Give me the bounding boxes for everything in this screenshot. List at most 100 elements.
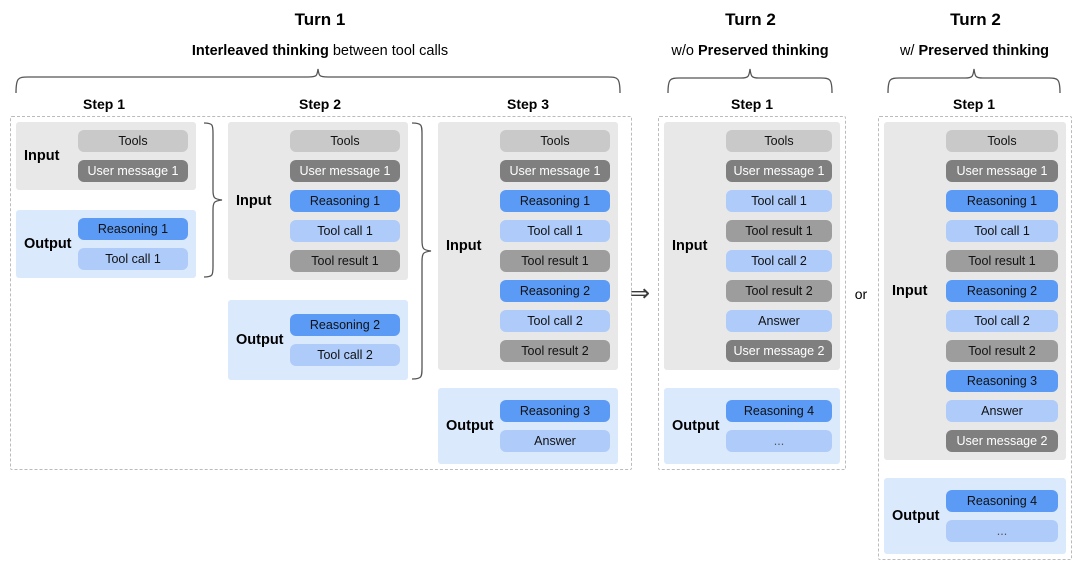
turn1-step3-input-block: Input Tools User message 1 Reasoning 1 T… [438, 122, 618, 370]
turn2-without-input-pills: Tools User message 1 Tool call 1 Tool re… [726, 130, 840, 362]
pill-reasoning: Reasoning 4 [726, 400, 832, 422]
pill-tools: Tools [946, 130, 1058, 152]
pill-tool-result: Tool result 2 [946, 340, 1058, 362]
turn1-step1-input-block: Input Tools User message 1 [16, 122, 196, 190]
turn2-without-subtitle-bold: Preserved thinking [698, 43, 829, 59]
pill-user-message: User message 1 [726, 160, 832, 182]
pill-reasoning: Reasoning 1 [946, 190, 1058, 212]
turn1-step3-output-label: Output [446, 418, 494, 434]
pill-user-message: User message 1 [946, 160, 1058, 182]
pill-tool-call: Tool call 1 [946, 220, 1058, 242]
turn2-with-subtitle-bold: Preserved thinking [918, 43, 1050, 59]
turn1-section-container [10, 116, 632, 470]
turn1-step3-input-label: Input [446, 238, 482, 254]
turn2-with-title: Turn 2 [950, 10, 1001, 29]
turn2-with-input-pills: Tools User message 1 Reasoning 1 Tool ca… [946, 130, 1066, 452]
turn1-step2-output-block: Output Reasoning 2 Tool call 2 [228, 300, 408, 380]
turn1-step3-output-block: Output Reasoning 3 Answer [438, 388, 618, 464]
turn1-step2-output-pills: Reasoning 2 Tool call 2 [290, 314, 408, 366]
pill-ellipsis: ... [726, 430, 832, 452]
pill-reasoning: Reasoning 2 [500, 280, 610, 302]
pill-reasoning: Reasoning 1 [500, 190, 610, 212]
turn2-without-brace [667, 68, 833, 94]
pill-tool-result: Tool result 2 [500, 340, 610, 362]
turn2-without-step1-title: Step 1 [730, 96, 773, 112]
pill-tool-call: Tool call 1 [290, 220, 400, 242]
turn2-without-output-label: Output [672, 418, 720, 434]
pill-tool-call: Tool call 2 [290, 344, 400, 366]
pill-tool-result: Tool result 1 [726, 220, 832, 242]
pill-tool-call: Tool call 2 [946, 310, 1058, 332]
double-arrow-icon: ⇒ [629, 279, 651, 307]
pill-reasoning: Reasoning 1 [78, 218, 188, 240]
pill-reasoning: Reasoning 2 [290, 314, 400, 336]
turn2-with-subtitle-prefix: w/ [899, 43, 919, 59]
turn1-step3-title: Step 3 [506, 96, 549, 112]
turn2-without-output-pills: Reasoning 4 ... [726, 400, 840, 452]
pill-reasoning: Reasoning 1 [290, 190, 400, 212]
pill-user-message: User message 2 [946, 430, 1058, 452]
turn1-step1-input-pills: Tools User message 1 [78, 130, 196, 182]
pill-tools: Tools [290, 130, 400, 152]
turn1-step1-output-label: Output [24, 236, 72, 252]
turn2-with-output-block: Output Reasoning 4 ... [884, 478, 1066, 554]
turn1-step1-output-pills: Reasoning 1 Tool call 1 [78, 218, 196, 270]
pill-answer: Answer [500, 430, 610, 452]
turn1-step2-input-block: Input Tools User message 1 Reasoning 1 T… [228, 122, 408, 280]
turn1-step1-input-label: Input [24, 148, 60, 164]
pill-tools: Tools [500, 130, 610, 152]
turn2-without-output-block: Output Reasoning 4 ... [664, 388, 840, 464]
pill-answer: Answer [946, 400, 1058, 422]
turn1-subtitle: Interleaved thinking between tool calls [10, 42, 630, 60]
turn2-with-step1-title: Step 1 [952, 96, 995, 112]
turn1-step2-to-step3-brace [411, 122, 432, 380]
pill-tool-call: Tool call 2 [500, 310, 610, 332]
pill-tool-call: Tool call 1 [726, 190, 832, 212]
turn1-step2-input-pills: Tools User message 1 Reasoning 1 Tool ca… [290, 130, 408, 272]
turn2-with-subtitle: w/ Preserved thinking [872, 42, 1077, 60]
turn2-without-title: Turn 2 [725, 10, 776, 29]
pill-tool-call: Tool call 1 [78, 248, 188, 270]
turn1-brace [15, 68, 621, 94]
pill-reasoning: Reasoning 2 [946, 280, 1058, 302]
pill-user-message: User message 1 [500, 160, 610, 182]
turn2-without-subtitle-prefix: w/o [671, 43, 699, 59]
pill-tool-call: Tool call 1 [500, 220, 610, 242]
pill-tool-result: Tool result 1 [500, 250, 610, 272]
turn1-step3-output-pills: Reasoning 3 Answer [500, 400, 618, 452]
turn1-subtitle-bold: Interleaved thinking [191, 43, 329, 59]
turn1-step1-output-block: Output Reasoning 1 Tool call 1 [16, 210, 196, 278]
turn1-subtitle-rest: between tool calls [328, 43, 449, 59]
turn1-title: Turn 1 [294, 10, 346, 29]
turn1-step2-title: Step 2 [298, 96, 341, 112]
turn2-with-section-container [878, 116, 1072, 560]
pill-reasoning: Reasoning 3 [500, 400, 610, 422]
pill-user-message: User message 1 [290, 160, 400, 182]
pill-answer: Answer [726, 310, 832, 332]
turn2-without-section-container [658, 116, 846, 470]
turn1-step1-to-step2-brace [203, 122, 223, 278]
pill-tools: Tools [726, 130, 832, 152]
pill-user-message: User message 2 [726, 340, 832, 362]
turn2-with-brace [887, 68, 1061, 94]
pill-tool-result: Tool result 2 [726, 280, 832, 302]
turn2-with-input-block: Input Tools User message 1 Reasoning 1 T… [884, 122, 1066, 460]
turn1-step2-input-label: Input [236, 193, 272, 209]
pill-reasoning: Reasoning 3 [946, 370, 1058, 392]
turn1-step2-output-label: Output [236, 332, 284, 348]
pill-tool-result: Tool result 1 [290, 250, 400, 272]
pill-reasoning: Reasoning 4 [946, 490, 1058, 512]
turn2-without-input-label: Input [672, 238, 708, 254]
pill-ellipsis: ... [946, 520, 1058, 542]
or-connector-label: or [854, 286, 868, 302]
turn2-with-output-pills: Reasoning 4 ... [946, 490, 1066, 542]
pill-tools: Tools [78, 130, 188, 152]
turn2-without-subtitle: w/o Preserved thinking [650, 42, 850, 60]
turn1-step3-input-pills: Tools User message 1 Reasoning 1 Tool ca… [500, 130, 618, 362]
turn1-step1-title: Step 1 [82, 96, 125, 112]
turn2-without-input-block: Input Tools User message 1 Tool call 1 T… [664, 122, 840, 370]
pill-tool-call: Tool call 2 [726, 250, 832, 272]
turn2-with-input-label: Input [892, 283, 928, 299]
pill-tool-result: Tool result 1 [946, 250, 1058, 272]
